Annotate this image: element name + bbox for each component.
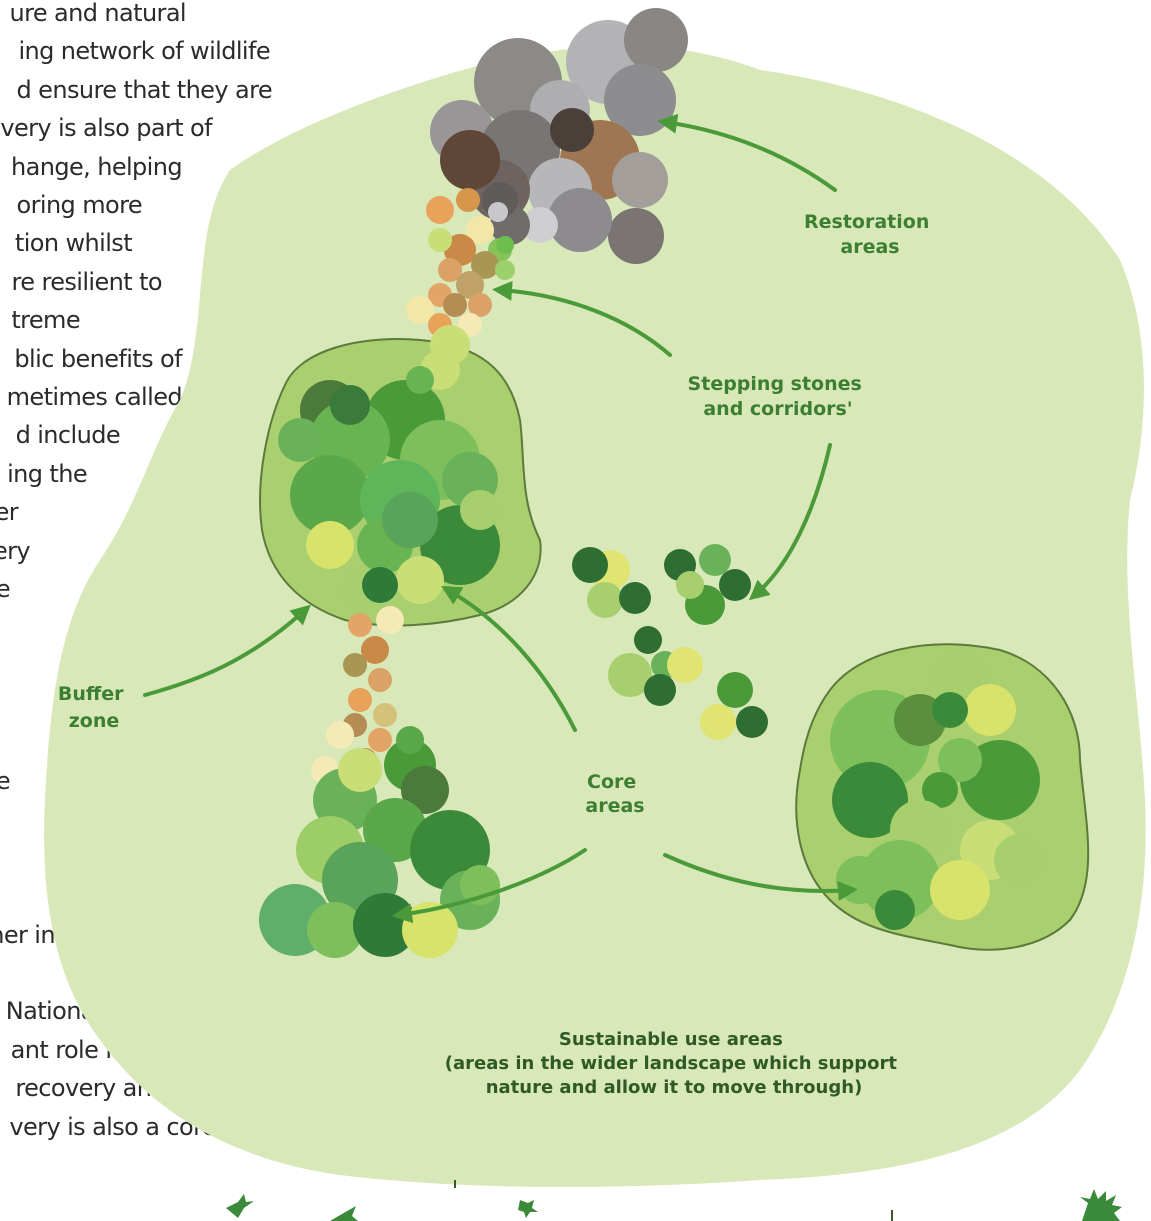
habitat-circle <box>428 228 452 252</box>
habitat-circle <box>875 890 915 930</box>
habitat-circle <box>348 613 372 637</box>
habitat-circle <box>619 582 651 614</box>
habitat-circle <box>700 704 736 740</box>
habitat-circle <box>382 492 438 548</box>
habitat-circle <box>426 196 454 224</box>
habitat-circle <box>330 385 370 425</box>
habitat-circle <box>587 582 623 618</box>
habitat-circle <box>736 706 768 738</box>
habitat-circle <box>443 293 467 317</box>
habitat-circle <box>676 571 704 599</box>
habitat-circle <box>644 674 676 706</box>
habitat-circle <box>368 668 392 692</box>
habitat-circle <box>376 606 404 634</box>
habitat-circle <box>373 703 397 727</box>
habitat-circle <box>488 202 508 222</box>
habitat-circle <box>396 726 424 754</box>
bird-icon <box>226 1194 254 1218</box>
habitat-circle <box>699 544 731 576</box>
habitat-circle <box>368 728 392 752</box>
habitat-circle <box>572 547 608 583</box>
habitat-circle <box>278 418 322 462</box>
butterfly-icon <box>518 1200 538 1218</box>
habitat-circle <box>495 260 515 280</box>
habitat-circle <box>964 684 1016 736</box>
habitat-circle <box>338 748 382 792</box>
habitat-circle <box>717 672 753 708</box>
bird-icon <box>330 1206 358 1221</box>
habitat-circle <box>667 647 703 683</box>
habitat-circle <box>396 556 444 604</box>
habitat-circle <box>548 188 612 252</box>
habitat-circle <box>930 860 990 920</box>
habitat-circle <box>456 188 480 212</box>
habitat-circle <box>634 626 662 654</box>
habitat-circle <box>326 721 354 749</box>
habitat-circle <box>550 108 594 152</box>
habitat-circle <box>362 567 398 603</box>
plant-icon <box>1080 1189 1122 1221</box>
habitat-circle <box>624 8 688 72</box>
habitat-circle <box>343 653 367 677</box>
habitat-circle <box>719 569 751 601</box>
habitat-circle <box>836 856 884 904</box>
habitat-circle <box>306 521 354 569</box>
habitat-circle <box>440 130 500 190</box>
habitat-circle <box>496 236 514 254</box>
habitat-circle <box>608 208 664 264</box>
habitat-circle <box>348 688 372 712</box>
habitat-circle <box>406 366 434 394</box>
habitat-circle <box>612 152 668 208</box>
habitat-circle <box>994 834 1046 886</box>
habitat-circle <box>460 490 500 530</box>
habitat-circle <box>932 692 968 728</box>
